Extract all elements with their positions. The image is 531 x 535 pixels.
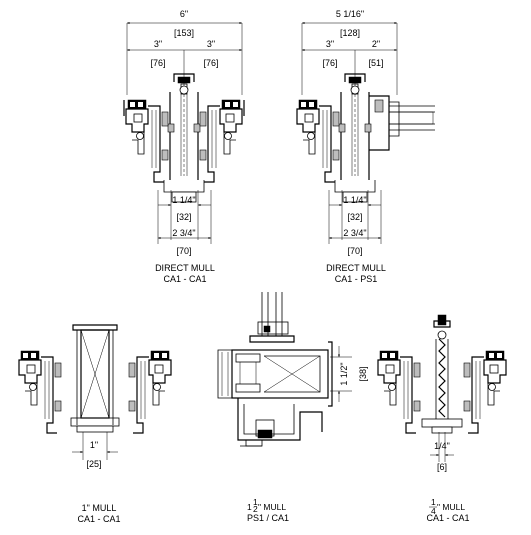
detail-direct-mull-ca1-ps1: 5 1/16" [128] 3" 2" [76] [51] bbox=[296, 9, 435, 284]
dim-overall-label: 5 1/16" bbox=[336, 9, 364, 19]
dim-split-2: 3" 2" [76] [51] bbox=[301, 39, 398, 95]
dim-width-5: 1/4" [6] bbox=[430, 432, 454, 472]
dim-left-label: 3" bbox=[154, 39, 162, 49]
dim-width-mm-label: [6] bbox=[437, 462, 447, 472]
caption-fraction-num: 1 bbox=[253, 497, 258, 507]
dim-left-mm-label: [76] bbox=[322, 58, 337, 68]
section-direct-mull-2 bbox=[296, 73, 435, 203]
dim-gap-mm-label: [32] bbox=[176, 212, 191, 222]
dim-width-label: 1/4" bbox=[434, 441, 450, 451]
caption-title-4: " MULL bbox=[258, 502, 286, 512]
dim-left-mm-label: [76] bbox=[150, 58, 165, 68]
dim-overall-mm-label: [153] bbox=[174, 28, 194, 38]
caption-whole: 1 bbox=[247, 502, 252, 512]
dim-width-mm-label: [25] bbox=[86, 459, 101, 469]
dim-height-4: 1 1/2" [38] bbox=[330, 346, 368, 402]
dim-bottom-2: 1 1/4" [32] 2 3/4" [70] bbox=[328, 190, 382, 256]
caption-title-5: " MULL bbox=[437, 502, 465, 512]
caption-subtitle-4: PS1 / CA1 bbox=[247, 513, 289, 523]
dim-right-label: 3" bbox=[207, 39, 215, 49]
detail-direct-mull-ca1-ca1: 6" [153] 3" 3" [76] [76] 1 1/4" [3 bbox=[123, 9, 245, 284]
dim-depth-label: 2 3/4" bbox=[172, 228, 195, 238]
dim-gap-label: 1 1/4" bbox=[172, 195, 195, 205]
caption-fraction-num: 1 bbox=[431, 497, 436, 507]
section-direct-mull-1 bbox=[123, 73, 245, 203]
dim-gap-label: 1 1/4" bbox=[343, 195, 366, 205]
caption-fraction-den: 4 bbox=[431, 506, 436, 516]
dim-height-mm-label: [38] bbox=[358, 366, 368, 381]
caption-4: 1 1 2 " MULL PS1 / CA1 bbox=[247, 497, 289, 523]
caption-fraction-den: 2 bbox=[253, 504, 258, 514]
dim-overall-label: 6" bbox=[180, 9, 188, 19]
section-one-inch-mull bbox=[18, 324, 172, 434]
caption-subtitle-2: CA1 - PS1 bbox=[335, 274, 378, 284]
dim-overall-2: 5 1/16" [128] bbox=[301, 9, 398, 50]
section-one-and-half-inch-mull bbox=[217, 292, 333, 447]
dim-right-mm-label: [76] bbox=[203, 58, 218, 68]
dim-gap-mm-label: [32] bbox=[347, 212, 362, 222]
dim-depth-mm-label: [70] bbox=[176, 246, 191, 256]
detail-quarter-inch-mull: 1/4" [6] 1 4 " MULL CA1 - CA1 bbox=[377, 314, 507, 523]
section-quarter-inch-mull bbox=[377, 314, 507, 434]
caption-subtitle-1: CA1 - CA1 bbox=[163, 274, 206, 284]
caption-subtitle-3: CA1 - CA1 bbox=[77, 514, 120, 524]
dim-height-label: 1 1/2" bbox=[339, 362, 349, 385]
dim-split-1: 3" 3" [76] [76] bbox=[126, 39, 243, 95]
dim-left-label: 3" bbox=[326, 39, 334, 49]
dim-right-mm-label: [51] bbox=[368, 58, 383, 68]
dim-width-3: 1" [25] bbox=[72, 432, 118, 469]
dim-right-label: 2" bbox=[372, 39, 380, 49]
caption-title-3: 1" MULL bbox=[82, 503, 117, 513]
dim-bottom-1: 1 1/4" [32] 2 3/4" [70] bbox=[157, 190, 212, 256]
dim-width-label: 1" bbox=[90, 440, 98, 450]
caption-title-1: DIRECT MULL bbox=[155, 263, 215, 273]
caption-title-2: DIRECT MULL bbox=[326, 263, 386, 273]
dim-depth-mm-label: [70] bbox=[347, 246, 362, 256]
detail-one-inch-mull: 1" [25] 1" MULL CA1 - CA1 bbox=[18, 324, 172, 524]
caption-5: 1 4 " MULL CA1 - CA1 bbox=[426, 497, 469, 523]
dim-overall-mm-label: [128] bbox=[340, 28, 360, 38]
detail-one-and-half-inch-mull: 1 1/2" [38] 1 1 2 " MULL PS1 / CA1 bbox=[217, 292, 368, 523]
caption-subtitle-5: CA1 - CA1 bbox=[426, 513, 469, 523]
dim-depth-label: 2 3/4" bbox=[343, 228, 366, 238]
dim-overall-1: 6" [153] bbox=[126, 9, 243, 50]
